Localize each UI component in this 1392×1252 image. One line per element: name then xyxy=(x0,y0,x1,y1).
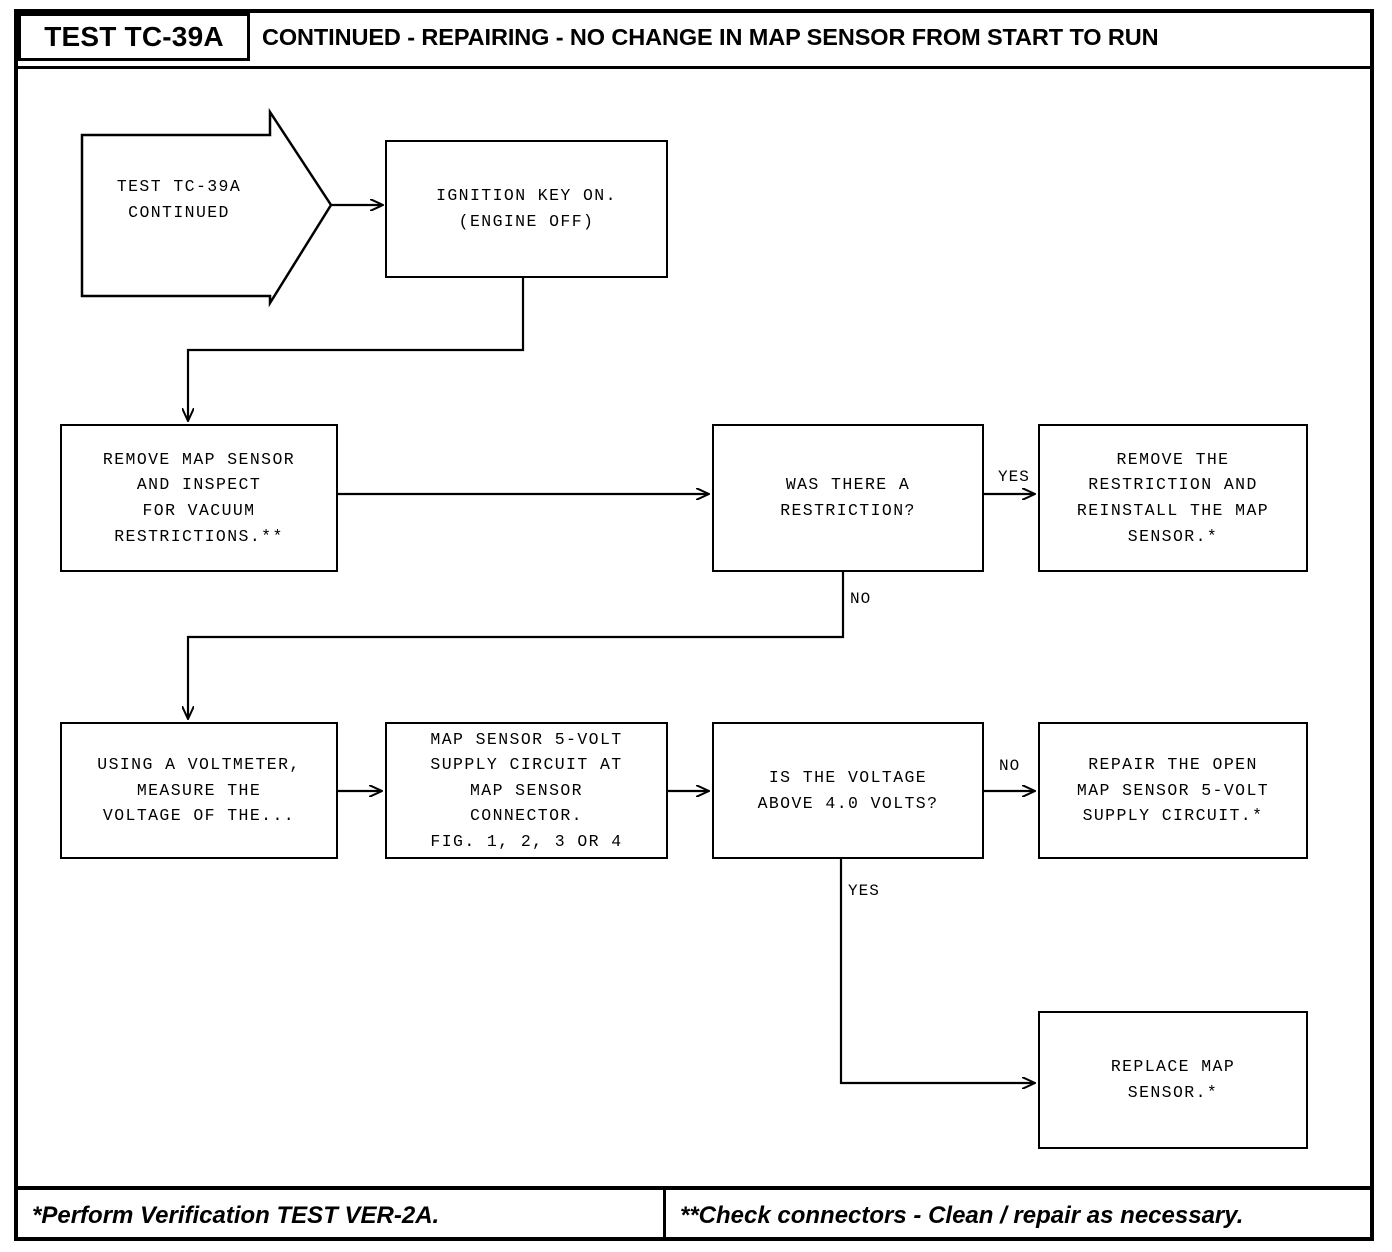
start-terminator-shape xyxy=(80,107,333,308)
node-repair-open-circuit-label: REPAIR THE OPEN MAP SENSOR 5-VOLT SUPPLY… xyxy=(1076,755,1270,826)
node-ignition[interactable]: IGNITION KEY ON. (ENGINE OFF) xyxy=(385,140,668,278)
footer-note-verification: *Perform Verification TEST VER-2A. xyxy=(32,1202,440,1229)
node-remove-restriction[interactable]: REMOVE THE RESTRICTION AND REINSTALL THE… xyxy=(1038,424,1308,572)
footer-divider xyxy=(663,1190,666,1241)
node-restriction-question[interactable]: WAS THERE A RESTRICTION? xyxy=(712,424,984,572)
edge-label-restriction-yes: YES xyxy=(997,468,1031,486)
page-frame xyxy=(14,9,1374,1241)
node-voltmeter-label: USING A VOLTMETER, MEASURE THE VOLTAGE O… xyxy=(97,755,301,826)
node-start[interactable]: TEST TC-39A CONTINUED xyxy=(80,112,332,304)
node-supply-circuit-label: MAP SENSOR 5-VOLT SUPPLY CIRCUIT AT MAP … xyxy=(430,729,623,851)
edge-label-restriction-no: NO xyxy=(849,590,873,608)
node-supply-circuit[interactable]: MAP SENSOR 5-VOLT SUPPLY CIRCUIT AT MAP … xyxy=(385,722,668,859)
edge-label-voltage-yes: YES xyxy=(847,882,881,900)
node-replace-sensor-label: REPLACE MAP SENSOR.* xyxy=(1110,1057,1236,1102)
node-replace-sensor[interactable]: REPLACE MAP SENSOR.* xyxy=(1038,1011,1308,1149)
node-start-label: TEST TC-39A CONTINUED xyxy=(116,177,242,223)
node-voltage-question[interactable]: IS THE VOLTAGE ABOVE 4.0 VOLTS? xyxy=(712,722,984,859)
edge-label-voltage-no: NO xyxy=(998,757,1022,775)
test-id-box: TEST TC-39A xyxy=(18,13,250,61)
header-band xyxy=(14,9,1374,69)
page-title: CONTINUED - REPAIRING - NO CHANGE IN MAP… xyxy=(262,24,1159,50)
node-repair-open-circuit[interactable]: REPAIR THE OPEN MAP SENSOR 5-VOLT SUPPLY… xyxy=(1038,722,1308,859)
node-voltmeter[interactable]: USING A VOLTMETER, MEASURE THE VOLTAGE O… xyxy=(60,722,338,859)
node-voltage-question-label: IS THE VOLTAGE ABOVE 4.0 VOLTS? xyxy=(757,767,939,813)
node-remove-restriction-label: REMOVE THE RESTRICTION AND REINSTALL THE… xyxy=(1076,449,1270,546)
node-restriction-question-label: WAS THERE A RESTRICTION? xyxy=(780,475,916,520)
test-id-label: TEST TC-39A xyxy=(44,21,224,52)
node-remove-sensor[interactable]: REMOVE MAP SENSOR AND INSPECT FOR VACUUM… xyxy=(60,424,338,572)
footer-note-connectors: **Check connectors - Clean / repair as n… xyxy=(680,1202,1244,1229)
footer-band xyxy=(14,1186,1374,1241)
node-remove-sensor-label: REMOVE MAP SENSOR AND INSPECT FOR VACUUM… xyxy=(102,449,296,546)
node-ignition-label: IGNITION KEY ON. (ENGINE OFF) xyxy=(436,186,617,231)
